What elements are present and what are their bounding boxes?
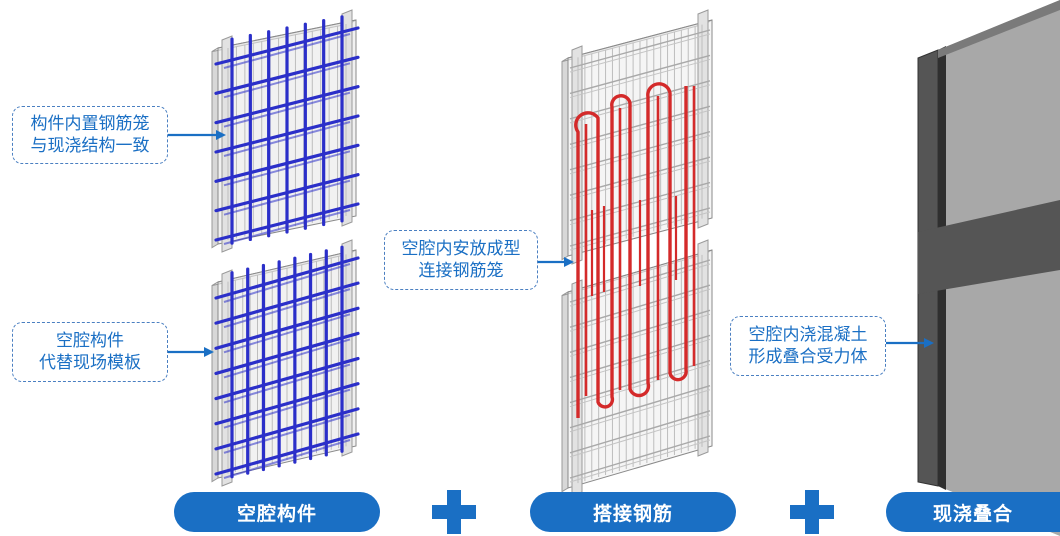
panel-rebar-grey: [569, 54, 711, 95]
callout-line: 空腔内浇混凝土: [748, 325, 868, 345]
callout-arrowhead: [204, 347, 214, 357]
panel-flange: [697, 9, 709, 229]
rebar-horizontal: [214, 173, 360, 213]
rebar-horizontal: [214, 202, 360, 242]
callout-line: 形成叠合受力体: [748, 347, 868, 367]
rebar-horizontal: [214, 432, 360, 476]
panel-rebar-grey: [569, 389, 711, 433]
callout-place-connecting-cage: 空腔内安放成型 连接钢筋笼: [384, 230, 538, 290]
rebar-horizontal-back: [223, 439, 351, 479]
rebar-horizontal: [214, 306, 360, 350]
rebar-horizontal: [214, 331, 360, 376]
panel-side-face: [211, 281, 219, 483]
callout-line: 空腔内安放成型: [401, 239, 521, 259]
cast-in-place-composite-wall: [917, 0, 1060, 536]
rebar-horizontal-back: [223, 91, 351, 128]
rebar-horizontal: [214, 407, 360, 451]
rebar-horizontal: [214, 281, 360, 325]
step-label-lap-rebar: 搭接钢筋: [530, 492, 736, 532]
callout-arrowhead: [924, 338, 934, 348]
panel-side-face: [211, 47, 219, 249]
panel-rebar-grey: [569, 29, 711, 69]
panel-rebar-grey: [569, 58, 711, 98]
rebar-horizontal: [214, 143, 360, 183]
rebar-horizontal: [214, 382, 360, 426]
hollow-panel-top-with-blue-cage: [211, 9, 360, 253]
panel-side-face: [561, 291, 569, 493]
rebar-horizontal: [214, 114, 360, 154]
step-label-hollow-member: 空腔构件: [174, 492, 380, 532]
panel-rebar-grey: [569, 414, 711, 458]
panel-rebar-grey: [569, 435, 711, 479]
lap-rebar-panel-with-red-cage: [561, 9, 713, 497]
wall-cast-band: [918, 200, 1060, 294]
callout-arrowhead: [564, 257, 574, 267]
rebar-horizontal: [214, 356, 360, 401]
rebar-horizontal: [214, 256, 360, 300]
red-lap-rebar-cage: [574, 82, 688, 418]
callout-arrowhead: [216, 130, 226, 140]
callout-line: 代替现场模板: [39, 353, 141, 373]
rebar-horizontal-back: [223, 413, 351, 454]
rebar-horizontal-back: [223, 363, 351, 404]
panel-side-face: [561, 57, 569, 261]
rebar-horizontal: [214, 55, 360, 95]
callout-internal-rebar-cage: 构件内置钢筋笼 与现浇结构一致: [12, 106, 168, 164]
callout-line: 构件内置钢筋笼: [30, 114, 150, 134]
rebar-horizontal-back: [223, 313, 351, 354]
rebar-horizontal-back: [223, 288, 351, 329]
rebar-horizontal: [214, 26, 360, 66]
rebar-horizontal-back: [223, 121, 351, 157]
rebar-horizontal: [214, 85, 360, 125]
callout-pour-concrete-composite: 空腔内浇混凝土 形成叠合受力体: [730, 316, 886, 376]
rebar-horizontal-back: [223, 338, 351, 379]
panel-rebar-grey: [569, 33, 711, 73]
rebar-horizontal-back: [223, 209, 351, 245]
panel-flange: [221, 269, 233, 487]
callout-line: 空腔构件: [56, 331, 124, 351]
panel-rebar-grey: [569, 385, 711, 429]
callout-arrows: [168, 130, 934, 357]
plus-icon: [432, 490, 476, 534]
callout-line: 与现浇结构一致: [30, 136, 150, 156]
callout-line: 连接钢筋笼: [418, 261, 504, 281]
rebar-horizontal-back: [223, 150, 351, 187]
rebar-horizontal-back: [223, 388, 351, 429]
rebar-horizontal-back: [223, 179, 351, 216]
wall-top-edge: [938, 0, 1060, 58]
panel-rebar-grey: [569, 439, 711, 483]
plus-icon: [790, 490, 834, 534]
rebar-horizontal-back: [223, 62, 351, 99]
rebar-horizontal-back: [223, 33, 351, 69]
panel-flange: [697, 239, 709, 457]
step-label-cast-in-place: 现浇叠合: [886, 492, 1060, 532]
panel-rebar-grey: [569, 410, 711, 454]
rebar-horizontal-back: [223, 263, 351, 303]
callout-hollow-member-replaces-formwork: 空腔构件 代替现场模板: [12, 322, 168, 382]
hollow-panel-bottom-with-blue-cage: [211, 239, 360, 487]
